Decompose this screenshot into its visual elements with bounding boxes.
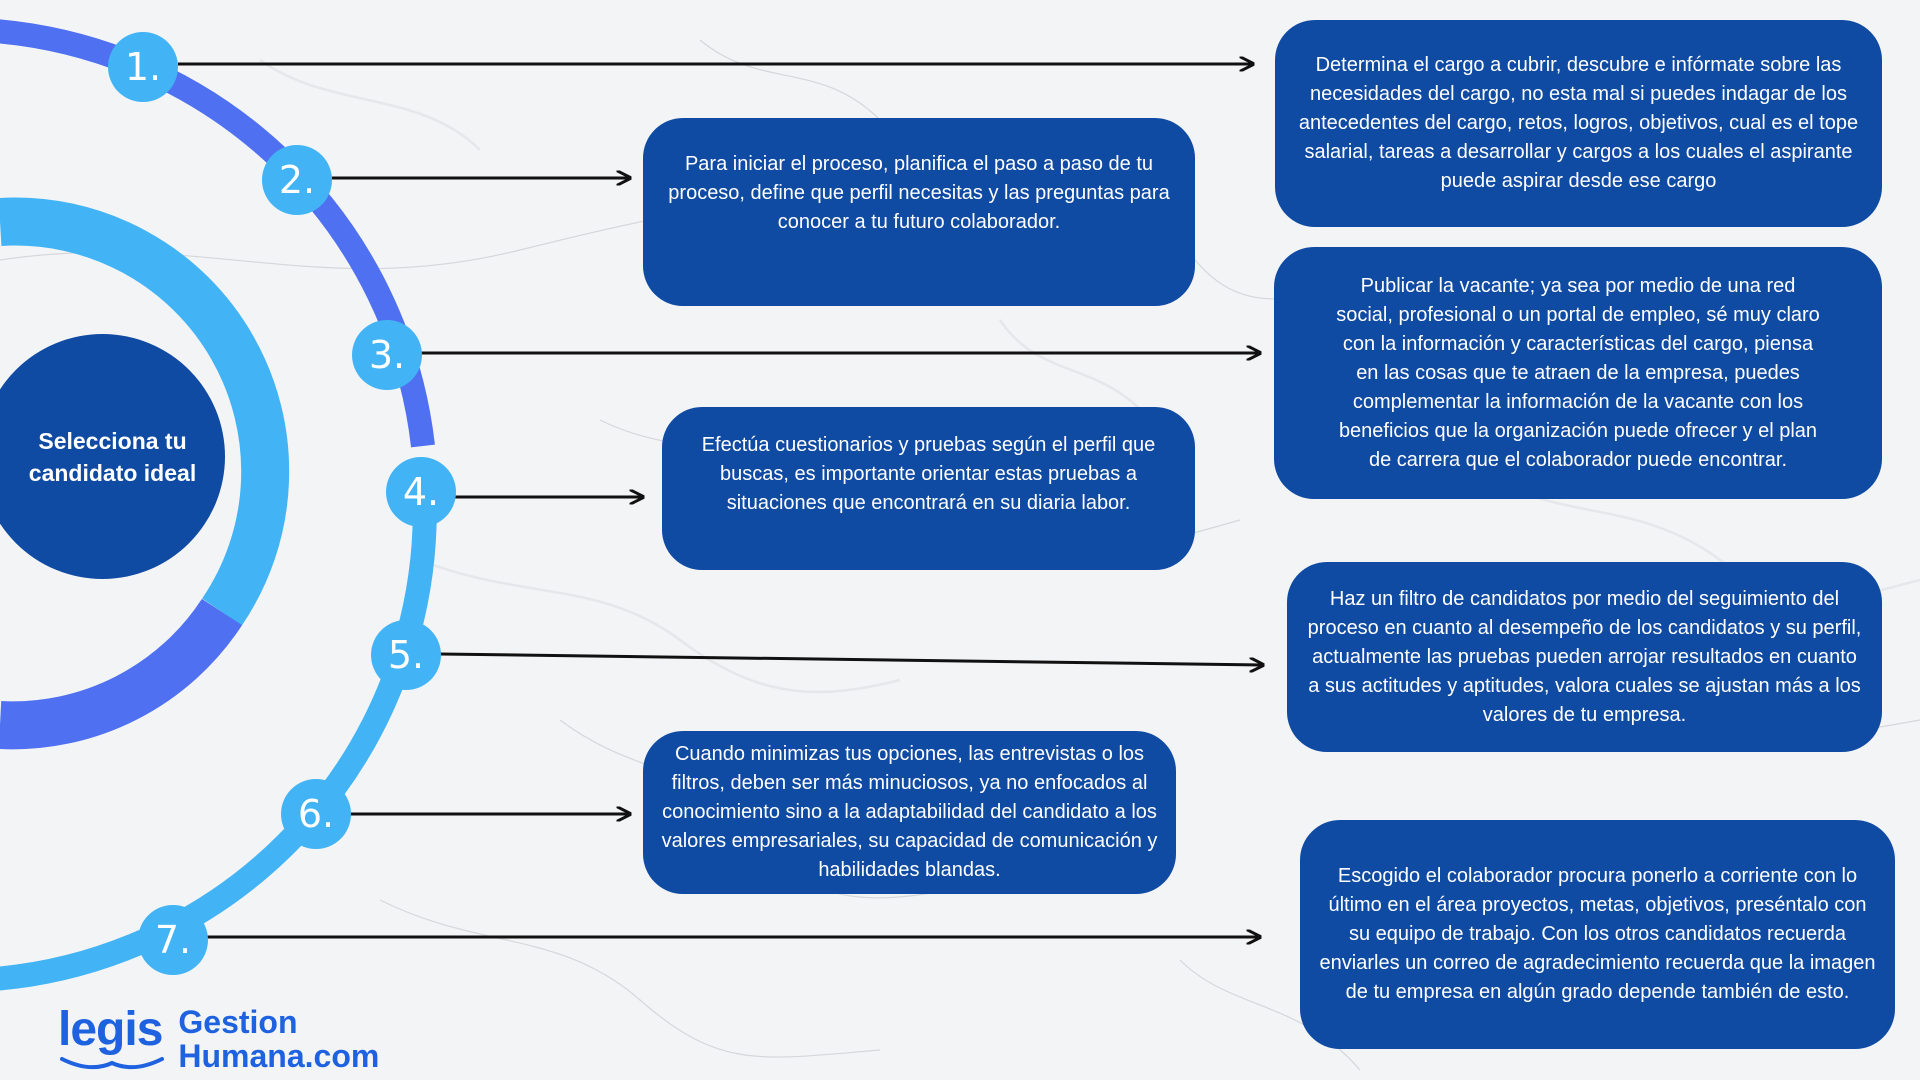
- center-circle: Selecciona tu candidato ideal: [0, 334, 225, 579]
- step-number-3: 3.: [352, 320, 422, 390]
- step-box-6: Cuando minimizas tus opciones, las entre…: [643, 731, 1176, 894]
- step-number-1: 1.: [108, 32, 178, 102]
- step-box-1: Determina el cargo a cubrir, descubre e …: [1275, 20, 1882, 227]
- logo-swoosh-icon: [60, 1057, 164, 1070]
- center-title: Selecciona tu candidato ideal: [28, 427, 197, 486]
- logo-line-2: Humana.com: [178, 1038, 380, 1074]
- step-number-5: 5.: [371, 620, 441, 690]
- step-box-4: Efectúa cuestionarios y pruebas según el…: [662, 407, 1195, 570]
- inner-arc-medium: [0, 598, 243, 750]
- step-number-2: 2.: [262, 145, 332, 215]
- step-number-4: 4.: [386, 457, 456, 527]
- logo-brand: legis: [58, 1005, 164, 1070]
- step-box-2: Para iniciar el proceso, planifica el pa…: [643, 118, 1195, 306]
- step-number-6: 6.: [281, 779, 351, 849]
- step-box-3: Publicar la vacante; ya sea por medio de…: [1274, 247, 1882, 499]
- logo-line-1: Gestion: [178, 1004, 298, 1040]
- step-box-7: Escogido el colaborador procura ponerlo …: [1300, 820, 1895, 1049]
- legis-logo: legis Gestion Humana.com: [58, 1005, 379, 1074]
- logo-subtitle: Gestion Humana.com: [178, 1005, 379, 1073]
- step-number-7: 7.: [138, 905, 208, 975]
- inner-arc-light: [0, 197, 290, 626]
- arrow-step-5: [439, 652, 1263, 665]
- step-box-5: Haz un filtro de candidatos por medio de…: [1287, 562, 1882, 752]
